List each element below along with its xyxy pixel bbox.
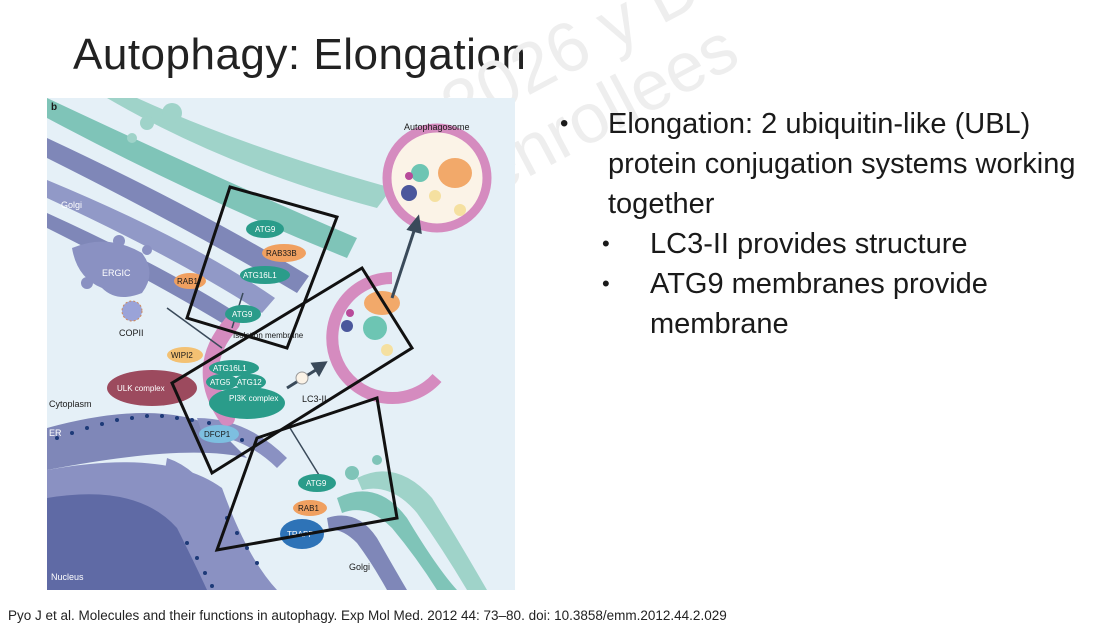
protein-atg12 (234, 374, 266, 390)
forming-autophagosome (326, 272, 442, 404)
text-atg9-bottom: ATG9 (306, 479, 327, 488)
er-ribosomes (55, 414, 259, 588)
sub-bullet-item: • ATG9 membranes provide membrane (560, 264, 1110, 344)
protein-atg9-bottom (298, 474, 336, 492)
ergic-shape (72, 241, 150, 297)
label-copii: COPII (119, 328, 144, 338)
text-atg16l1: ATG16L1 (213, 364, 247, 373)
text-pi3k: PI3K complex (229, 394, 278, 403)
autophagy-diagram: b Autophagosome Golgi ERGIC COPII Cytopl… (47, 98, 515, 590)
protein-atg16l1 (209, 360, 259, 376)
protein-pi3k (209, 387, 285, 419)
lc3-vesicle (295, 371, 309, 385)
text-atg9-mid: ATG9 (232, 310, 253, 319)
protein-wipi2 (167, 347, 203, 363)
highlight-boxes (170, 185, 415, 552)
bullet-list: • Elongation: 2 ubiquitin-like (UBL) pro… (560, 104, 1110, 344)
label-er: ER (49, 428, 62, 438)
autophagosome (382, 123, 492, 233)
golgi-bottom (327, 455, 487, 590)
text-atg9-top: ATG9 (255, 225, 276, 234)
label-autophagosome: Autophagosome (404, 122, 470, 132)
text-rab1-bottom: RAB1 (298, 504, 319, 513)
label-nucleus: Nucleus (51, 572, 84, 582)
protein-rab33b (262, 244, 306, 262)
text-wipi2: WIPI2 (171, 351, 193, 360)
bullet-text: LC3-II provides structure (650, 228, 968, 260)
label-lc3: LC3-II (302, 394, 327, 404)
protein-ulk (107, 370, 197, 406)
bullet-text: Elongation: 2 ubiquitin-like (UBL) prote… (608, 108, 1076, 220)
text-ulk: ULK complex (117, 384, 165, 393)
label-isolation-membrane: Isolation membrane (233, 331, 304, 340)
protein-atg9-top (246, 220, 284, 238)
slide-title: Autophagy: Elongation (73, 30, 527, 79)
bullet-marker: • (602, 271, 610, 296)
er-nucleus (47, 413, 287, 590)
citation: Pyo J et al. Molecules and their functio… (8, 608, 727, 623)
sub-bullet-item: • LC3-II provides structure (560, 224, 1110, 264)
label-ergic: ERGIC (102, 268, 131, 278)
copii-vesicle (121, 300, 143, 322)
text-rab33b: RAB33B (266, 249, 297, 258)
label-golgi-bottom: Golgi (349, 562, 370, 572)
protein-dfcp1 (199, 425, 239, 443)
text-atg16l1-top: ATG16L1 (243, 271, 277, 280)
text-dfcp1: DFCP1 (204, 430, 231, 439)
protein-atg9-mid (225, 305, 261, 323)
bullet-item: • Elongation: 2 ubiquitin-like (UBL) pro… (560, 104, 1110, 224)
protein-rab1-bottom (293, 500, 327, 516)
bullet-marker: • (602, 231, 610, 256)
protein-atg16l1-top (240, 266, 290, 284)
golgi-top (47, 98, 392, 323)
text-atg12: ATG12 (237, 378, 262, 387)
text-rab1-top: RAB1 (177, 277, 198, 286)
label-golgi-top: Golgi (61, 200, 82, 210)
highlight-box-bottom (214, 396, 399, 552)
bullet-marker: • (560, 110, 569, 137)
protein-atg5 (206, 374, 238, 390)
text-atg5: ATG5 (210, 378, 231, 387)
highlight-box-top (185, 185, 339, 350)
highlight-box-middle (170, 265, 415, 476)
panel-label: b (51, 102, 57, 113)
bullet-text: ATG9 membranes provide membrane (650, 268, 988, 340)
diagram-svg: b Autophagosome Golgi ERGIC COPII Cytopl… (47, 98, 492, 590)
label-cytoplasm: Cytoplasm (49, 399, 92, 409)
